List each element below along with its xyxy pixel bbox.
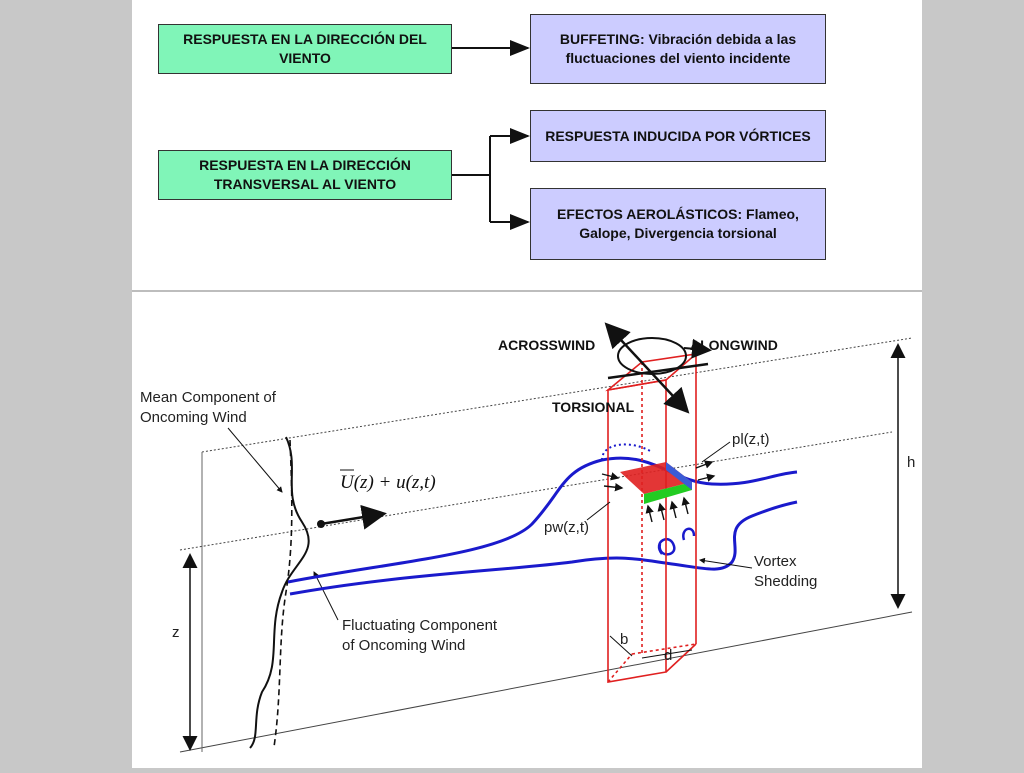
lower-streamline (289, 500, 798, 596)
mean-component-label-1: Mean Component of (140, 389, 277, 406)
d-label: d (664, 647, 672, 664)
mean-leader-line (227, 427, 283, 493)
pressure-arrows (601, 460, 716, 523)
b-dimension (609, 635, 633, 657)
pl-label: pl(z,t) (732, 431, 770, 448)
top-plane-line (201, 337, 913, 453)
section-side-face (644, 482, 692, 504)
mean-profile-curve (273, 439, 293, 748)
aeroelastic-effects-box: EFECTOS AEROLÁSTICOS: Flameo, Galope, Di… (530, 188, 826, 260)
vortex-label-2: Shedding (754, 573, 817, 590)
z-label: z (172, 624, 180, 641)
pl-leader (701, 441, 731, 463)
section-end-face (666, 462, 692, 490)
torsional-ellipse (617, 337, 687, 375)
flowchart-connectors (452, 40, 530, 230)
fluct-leader-line (313, 571, 339, 621)
flowchart-panel: RESPUESTA EN LA DIRECCIÓN DEL VIENTO BUF… (132, 0, 922, 290)
alongwind-label: ALONGWIND (690, 337, 778, 353)
diagram-svg: h z U(z) + u(z,t) Mean Component of Onco… (140, 322, 915, 753)
pw-label: pw(z,t) (544, 519, 589, 536)
cross-wind-response-box: RESPUESTA EN LA DIRECCIÓN TRANSVERSAL AL… (158, 150, 452, 200)
slide-page: RESPUESTA EN LA DIRECCIÓN DEL VIENTO BUF… (132, 0, 922, 768)
vortex-label-1: Vortex (754, 553, 797, 570)
velocity-arrow (320, 504, 387, 530)
upper-streamline (287, 456, 798, 584)
buffeting-box: BUFFETING: Vibración debida a las fluctu… (530, 14, 826, 84)
mid-plane-line (179, 431, 893, 551)
mean-component-label-2: Oncoming Wind (140, 409, 247, 426)
h-label: h (907, 454, 915, 471)
fluct-label-1: Fluctuating Component (342, 617, 498, 634)
vortex-1 (657, 537, 676, 556)
fluct-label-2: of Oncoming Wind (342, 637, 465, 654)
vortex-2 (682, 527, 696, 541)
fluctuating-profile-curve (249, 436, 310, 749)
panel-divider (132, 290, 922, 292)
torsional-label: TORSIONAL (552, 399, 635, 415)
ground-line (179, 611, 913, 753)
acrosswind-arrow (604, 322, 690, 414)
vortex-response-box: RESPUESTA INDUCIDA POR VÓRTICES (530, 110, 826, 162)
torsional-arrow (683, 338, 712, 359)
wake-dotted (601, 443, 653, 461)
velocity-formula: U(z) + u(z,t) (340, 472, 436, 493)
vortex-leader-line (699, 557, 753, 569)
pw-leader (586, 501, 611, 521)
wind-load-diagram: h z U(z) + u(z,t) Mean Component of Onco… (132, 292, 922, 768)
b-label: b (620, 631, 628, 648)
acrosswind-label: ACROSSWIND (498, 337, 595, 353)
along-wind-response-box: RESPUESTA EN LA DIRECCIÓN DEL VIENTO (158, 24, 452, 74)
d-dimension (641, 649, 693, 659)
